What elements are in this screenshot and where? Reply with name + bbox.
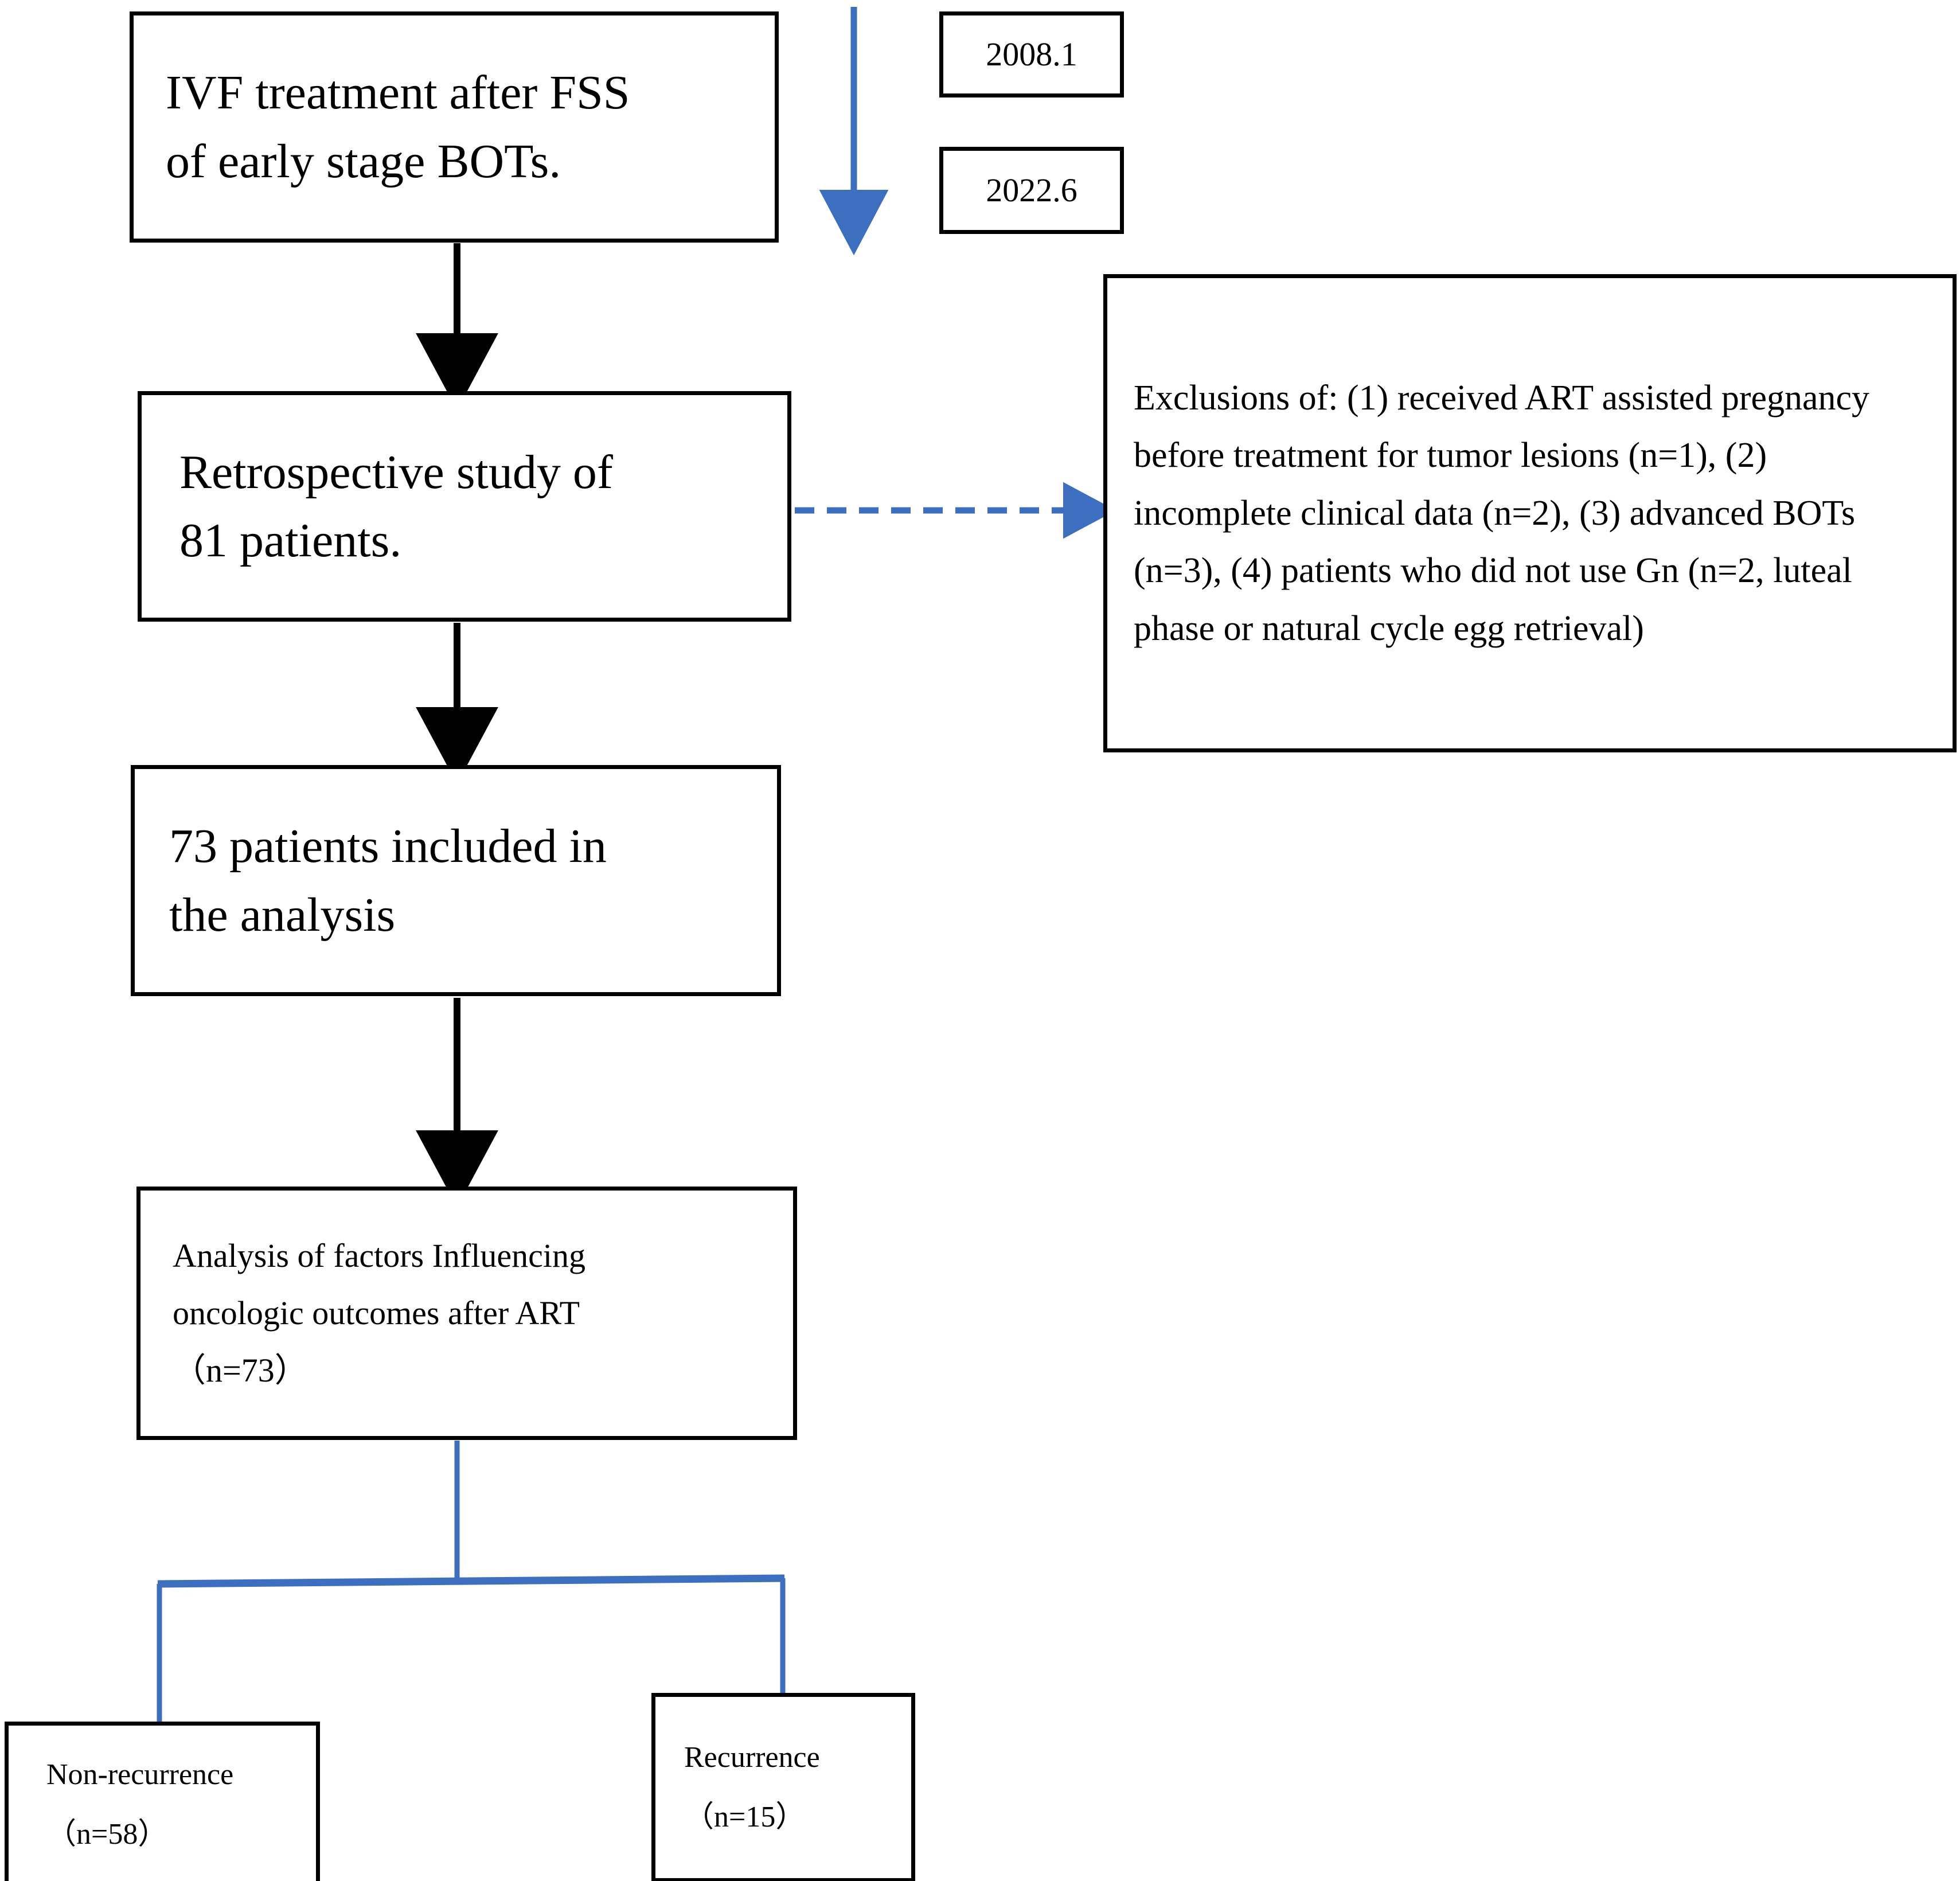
node-non-recurrence: Non-recurrence （n=58） [5,1722,320,1881]
node-date-start: 2008.1 [939,11,1124,97]
node-ivf-line1: IVF treatment after FSS [166,66,630,120]
node-ivf-line2: of early stage BOTs. [166,134,561,188]
node-analysis-line1: Analysis of factors Influencing [173,1237,585,1275]
node-exclusions: Exclusions of: (1) received ART assisted… [1103,274,1957,752]
node-patients-included: 73 patients included in the analysis [131,765,781,996]
node-retro-line1: Retrospective study of [179,445,613,499]
node-ivf-treatment: IVF treatment after FSS of early stage B… [130,11,779,243]
node-analysis-line3: （n=73） [173,1351,308,1389]
node-included-line2: the analysis [169,888,396,942]
date-start-label: 2008.1 [986,36,1077,73]
node-analysis-of-factors: Analysis of factors Influencing oncologi… [136,1187,797,1440]
node-date-end: 2022.6 [939,147,1124,234]
node-recurrence-line1: Recurrence [684,1741,820,1774]
split-crossbar [157,1574,785,1588]
node-retrospective-study: Retrospective study of 81 patients. [138,391,791,622]
node-analysis-line2: oncologic outcomes after ART [173,1294,580,1332]
node-retro-line2: 81 patients. [179,514,402,567]
node-recurrence-line2: （n=15） [684,1801,806,1833]
node-recurrence: Recurrence （n=15） [651,1693,915,1881]
date-end-label: 2022.6 [986,171,1077,209]
node-non-recurrence-line2: （n=58） [46,1818,168,1851]
node-exclusions-text: Exclusions of: (1) received ART assisted… [1134,378,1870,648]
node-non-recurrence-line1: Non-recurrence [46,1758,234,1791]
node-included-line1: 73 patients included in [169,819,607,873]
